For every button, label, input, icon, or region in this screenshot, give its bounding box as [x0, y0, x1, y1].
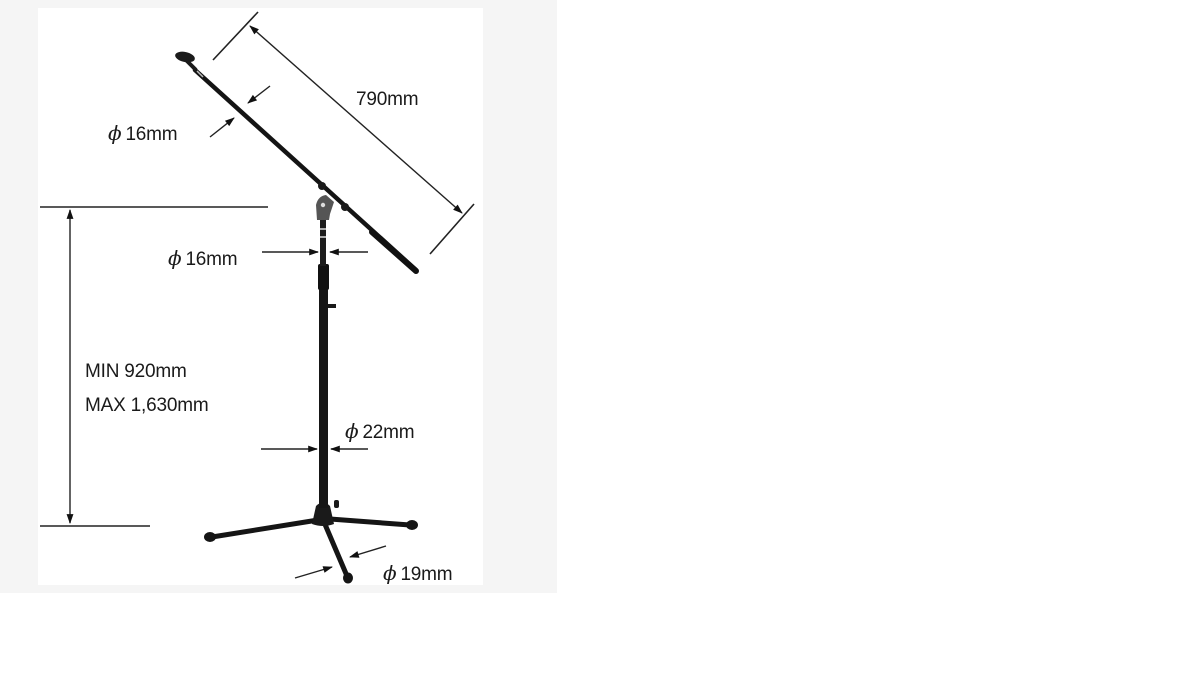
boom-diameter-value: 16mm [125, 124, 178, 145]
boom-length-dimension [212, 11, 475, 255]
diameter-symbol: ϕ [168, 246, 182, 270]
lower-pole-diameter-value: 22mm [362, 422, 415, 443]
upper-pole-diameter-value: 16mm [185, 249, 238, 270]
mic-clip [175, 51, 198, 72]
height-dimension [40, 206, 268, 527]
boom-clutch [316, 195, 334, 220]
boom-length-label: 790mm [356, 89, 419, 110]
leg-diameter-value: 19mm [400, 564, 453, 585]
tripod-legs [204, 516, 418, 584]
diameter-symbol: ϕ [383, 561, 397, 585]
diameter-symbol: ϕ [345, 419, 359, 443]
diameter-symbol: ϕ [108, 121, 122, 145]
boom-diameter-arrows [209, 85, 271, 138]
height-max-label: MAX 1,630mm [85, 395, 209, 416]
height-min-label: MIN 920mm [85, 361, 187, 382]
height-clutch [318, 264, 329, 290]
upper-pole [320, 220, 326, 266]
mic-stand-diagram [40, 11, 475, 584]
tripod-base [312, 502, 334, 526]
lower-pole [319, 286, 328, 508]
leg-diameter-arrows [294, 545, 387, 579]
mic-stand [175, 51, 419, 584]
